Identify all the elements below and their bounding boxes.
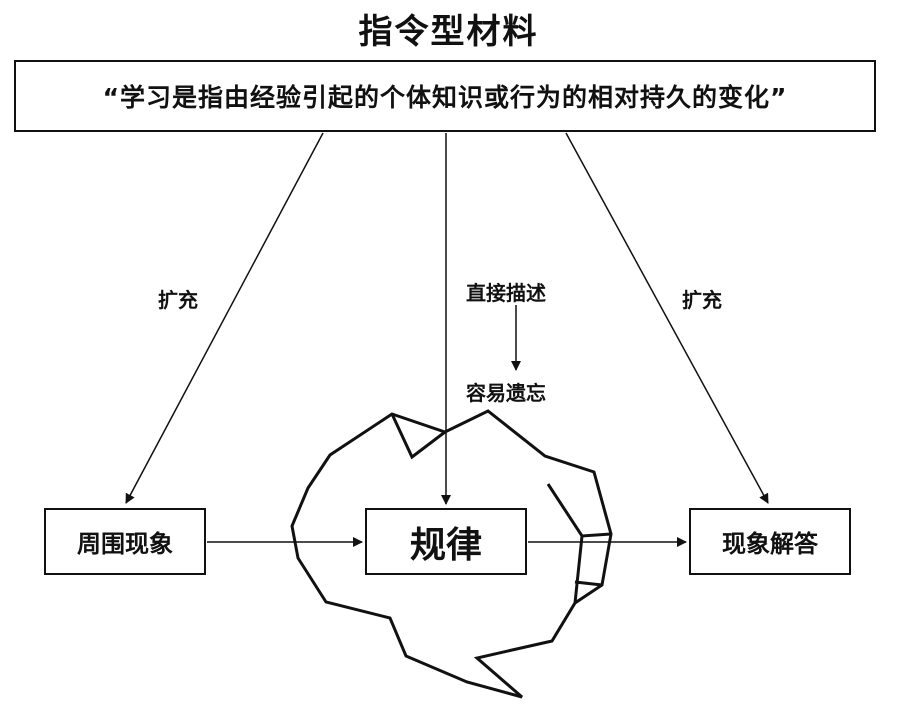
brain-fold-top <box>390 413 446 460</box>
brain-outline <box>290 409 613 699</box>
node-law-label: 规律 <box>409 524 482 566</box>
page-title: 指令型材料 <box>358 12 539 52</box>
node-surrounding-phenomena-label: 周围现象 <box>77 530 173 558</box>
node-phenomena-answer: 现象解答 <box>689 508 851 575</box>
node-phenomena-answer-label: 现象解答 <box>722 530 818 558</box>
label-expand-left: 扩充 <box>158 288 198 312</box>
arrow-expand-right <box>565 132 769 504</box>
arrow-expand-left <box>125 132 324 504</box>
node-surrounding-phenomena: 周围现象 <box>44 508 206 575</box>
label-easy-forget: 容易遗忘 <box>466 381 546 405</box>
node-law: 规律 <box>365 508 527 575</box>
label-expand-right: 扩充 <box>682 288 722 312</box>
label-direct-description: 直接描述 <box>466 281 546 305</box>
definition-box: “学习是指由经验引起的个体知识或行为的相对持久的变化” <box>14 60 876 132</box>
definition-text: “学习是指由经验引起的个体知识或行为的相对持久的变化” <box>102 83 788 112</box>
brain-fold-right <box>546 483 612 604</box>
